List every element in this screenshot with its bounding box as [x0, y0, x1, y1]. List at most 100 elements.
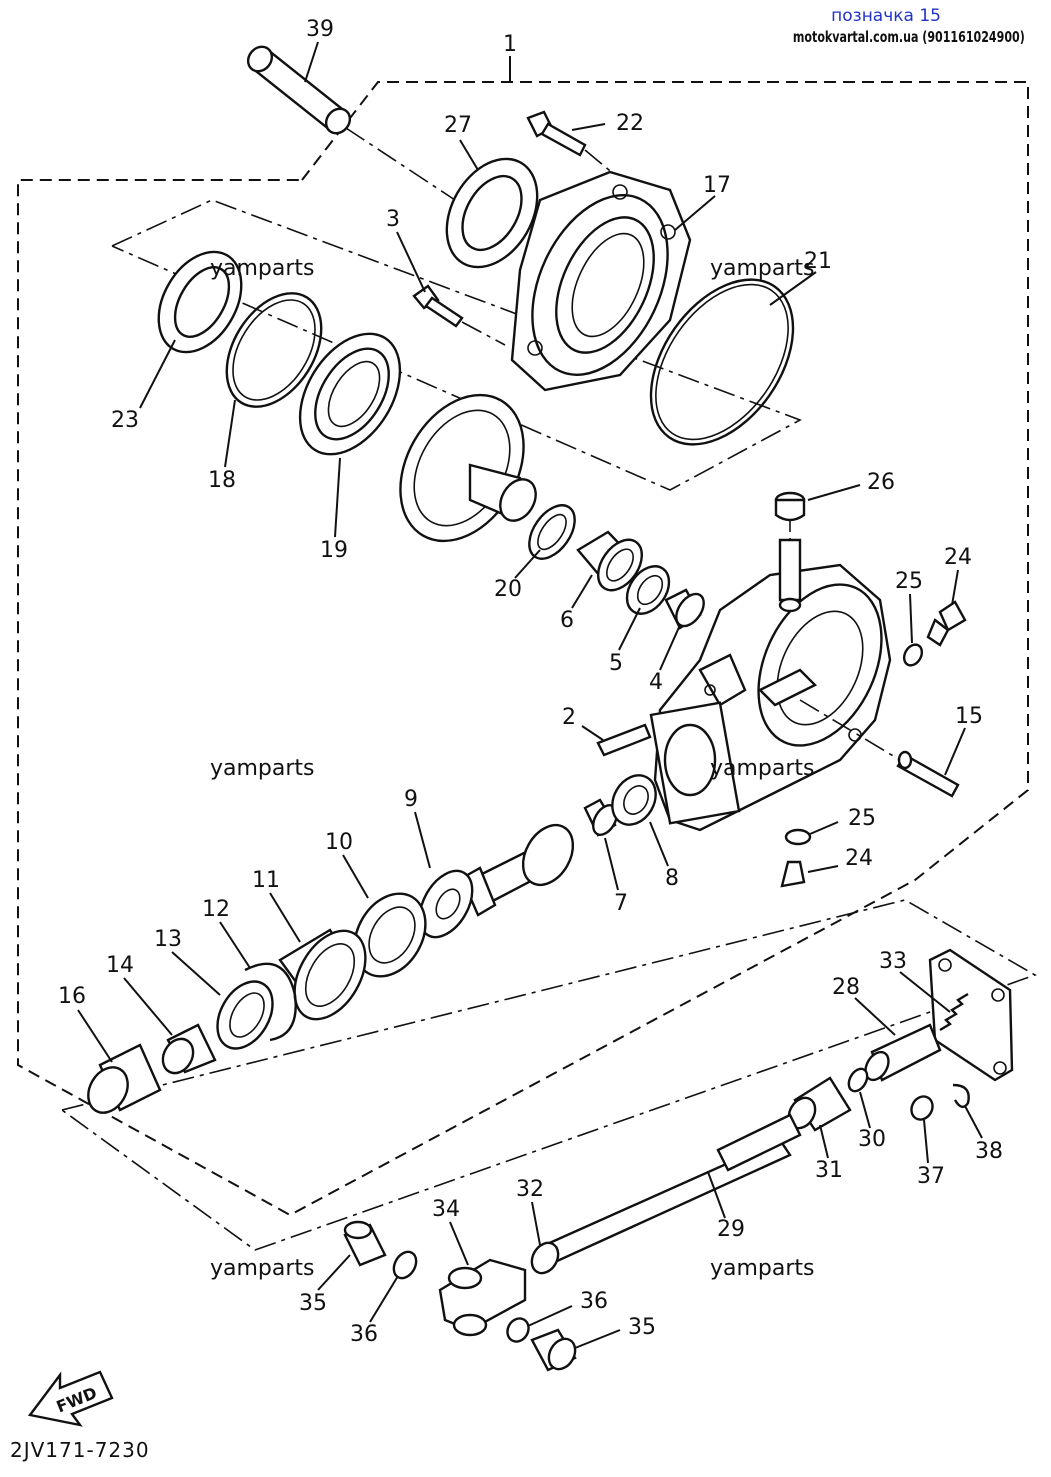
svg-text:10: 10 [325, 830, 353, 855]
watermark-5: yamparts [210, 1256, 315, 1281]
callout-6: 6 [560, 574, 593, 633]
assembly-boundary [17, 81, 1029, 1217]
callout-24-lower: 24 [807, 846, 873, 873]
svg-text:32: 32 [516, 1177, 544, 1202]
part-29-drive-shaft [543, 1113, 802, 1264]
callout-39: 39 [304, 17, 334, 83]
part-10-bearing [353, 892, 427, 978]
callout-18: 18 [208, 399, 236, 493]
callout-27: 27 [444, 113, 479, 171]
svg-text:25: 25 [848, 806, 876, 831]
callout-28: 28 [832, 975, 896, 1036]
callout-25-upper: 25 [895, 569, 923, 644]
part-39-pin [246, 45, 456, 201]
callout-31: 31 [815, 1124, 843, 1183]
part-24-bolt-lower [780, 860, 806, 888]
svg-text:22: 22 [616, 111, 644, 136]
svg-text:29: 29 [717, 1217, 745, 1242]
callout-12: 12 [202, 897, 251, 969]
part-16-boot [87, 1043, 162, 1114]
callout-22: 22 [571, 111, 644, 136]
callout-20: 20 [494, 549, 541, 602]
part-32-ring [530, 1241, 560, 1275]
svg-text:28: 28 [832, 975, 860, 1000]
watermark-6: yamparts [710, 1256, 815, 1281]
bearing-group-boundary [111, 199, 802, 491]
part-24-bolt-upper [926, 600, 967, 647]
part-26-plug [774, 491, 806, 522]
callout-1: 1 [503, 32, 517, 82]
callout-2: 2 [562, 705, 604, 741]
ring-gear [399, 393, 537, 543]
callout-9: 9 [404, 787, 431, 869]
part-6-bearing [576, 530, 644, 592]
svg-text:24: 24 [944, 545, 972, 570]
part-33-spring [939, 992, 969, 1032]
part-13-seal [216, 980, 274, 1050]
part-19-bearing [298, 332, 402, 456]
pinion-gear [460, 823, 575, 917]
svg-text:15: 15 [955, 704, 983, 729]
callout-35-upper: 35 [299, 1254, 351, 1316]
watermark-2: yamparts [710, 256, 815, 281]
part-11-retainer [278, 928, 367, 1021]
svg-text:39: 39 [306, 17, 334, 42]
svg-text:8: 8 [665, 866, 679, 891]
callout-30: 30 [858, 1091, 886, 1152]
callout-36-lower: 36 [527, 1289, 608, 1327]
svg-text:30: 30 [858, 1127, 886, 1152]
callout-25-lower: 25 [809, 806, 876, 835]
part-31-boot [787, 1076, 852, 1132]
callout-14: 14 [106, 953, 173, 1036]
callout-8: 8 [649, 821, 679, 891]
callout-13: 13 [154, 927, 221, 996]
part-22-bolt [526, 110, 616, 176]
part-4-bushing [664, 588, 705, 630]
callout-15: 15 [944, 704, 983, 776]
part-37-nut [910, 1095, 934, 1121]
callout-5: 5 [609, 607, 641, 676]
svg-text:9: 9 [404, 787, 418, 812]
svg-text:14: 14 [106, 953, 134, 978]
callout-4: 4 [649, 624, 681, 695]
part-8-bearing [611, 774, 657, 826]
header-title: позначка 15 [831, 6, 941, 26]
callout-34: 34 [432, 1197, 469, 1266]
part-25-washer-lower [784, 828, 812, 846]
svg-text:24: 24 [845, 846, 873, 871]
watermark-1: yamparts [210, 256, 315, 281]
svg-text:19: 19 [320, 538, 348, 563]
part-gear-case [649, 510, 892, 832]
svg-text:12: 12 [202, 897, 230, 922]
svg-text:21: 21 [804, 249, 832, 274]
fwd-arrow: FWD [27, 1370, 114, 1427]
svg-text:26: 26 [867, 470, 895, 495]
part-35-bearing-cup-lower [530, 1328, 577, 1372]
svg-text:3: 3 [386, 207, 400, 232]
svg-text:25: 25 [895, 569, 923, 594]
callout-7: 7 [604, 837, 628, 916]
watermark-3: yamparts [210, 756, 315, 781]
svg-text:35: 35 [628, 1315, 656, 1340]
callout-10: 10 [325, 830, 369, 899]
part-28-tube [864, 1023, 942, 1082]
svg-text:16: 16 [58, 984, 86, 1009]
svg-text:7: 7 [614, 891, 628, 916]
callout-36-upper: 36 [350, 1275, 399, 1347]
svg-text:27: 27 [444, 113, 472, 138]
svg-text:31: 31 [815, 1158, 843, 1183]
svg-text:2: 2 [562, 705, 576, 730]
part-18-shim [225, 292, 323, 408]
svg-text:1: 1 [503, 32, 517, 57]
diagram-part-number: 2JV171-7230 [10, 1438, 150, 1462]
callout-35-lower: 35 [574, 1315, 656, 1349]
svg-text:23: 23 [111, 408, 139, 433]
svg-text:35: 35 [299, 1291, 327, 1316]
svg-text:37: 37 [917, 1164, 945, 1189]
part-9-shim [418, 869, 474, 939]
part-cover-plate [928, 948, 1014, 1082]
svg-text:4: 4 [649, 670, 663, 695]
callout-33: 33 [879, 949, 951, 1013]
svg-text:11: 11 [252, 868, 280, 893]
